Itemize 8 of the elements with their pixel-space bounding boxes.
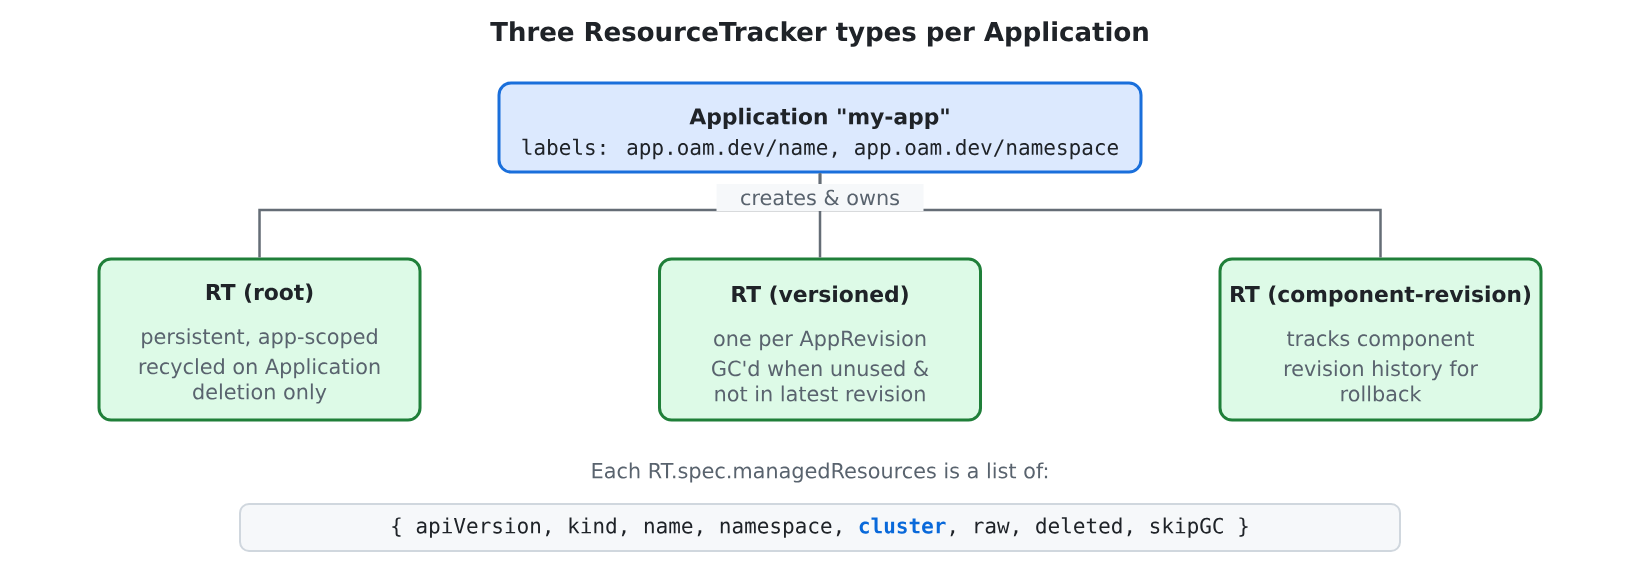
title: Three ResourceTracker types per Application: [490, 21, 1148, 47]
caption-text: Each RT.spec.managedResources is a list of:: [592, 462, 1048, 483]
tracker-box: RT (root) persistent, app-scoped recycled on Application deletion only: [97, 257, 422, 422]
edge-label: creates & owns: [716, 184, 924, 211]
application-box: Application "my-app" labels: app.oam.dev/name, app.oam.dev/namespace: [497, 81, 1143, 174]
tracker-box: RT (versioned) one per AppRevision GC'd when unused & not in latest revision: [658, 257, 982, 422]
tracker-box: RT (component-revision) tracks component revision history for rollback: [1218, 257, 1543, 422]
code-box: { apiVersion, kind, name, namespace, cluster, raw, deleted, skipGC }: [239, 503, 1401, 552]
